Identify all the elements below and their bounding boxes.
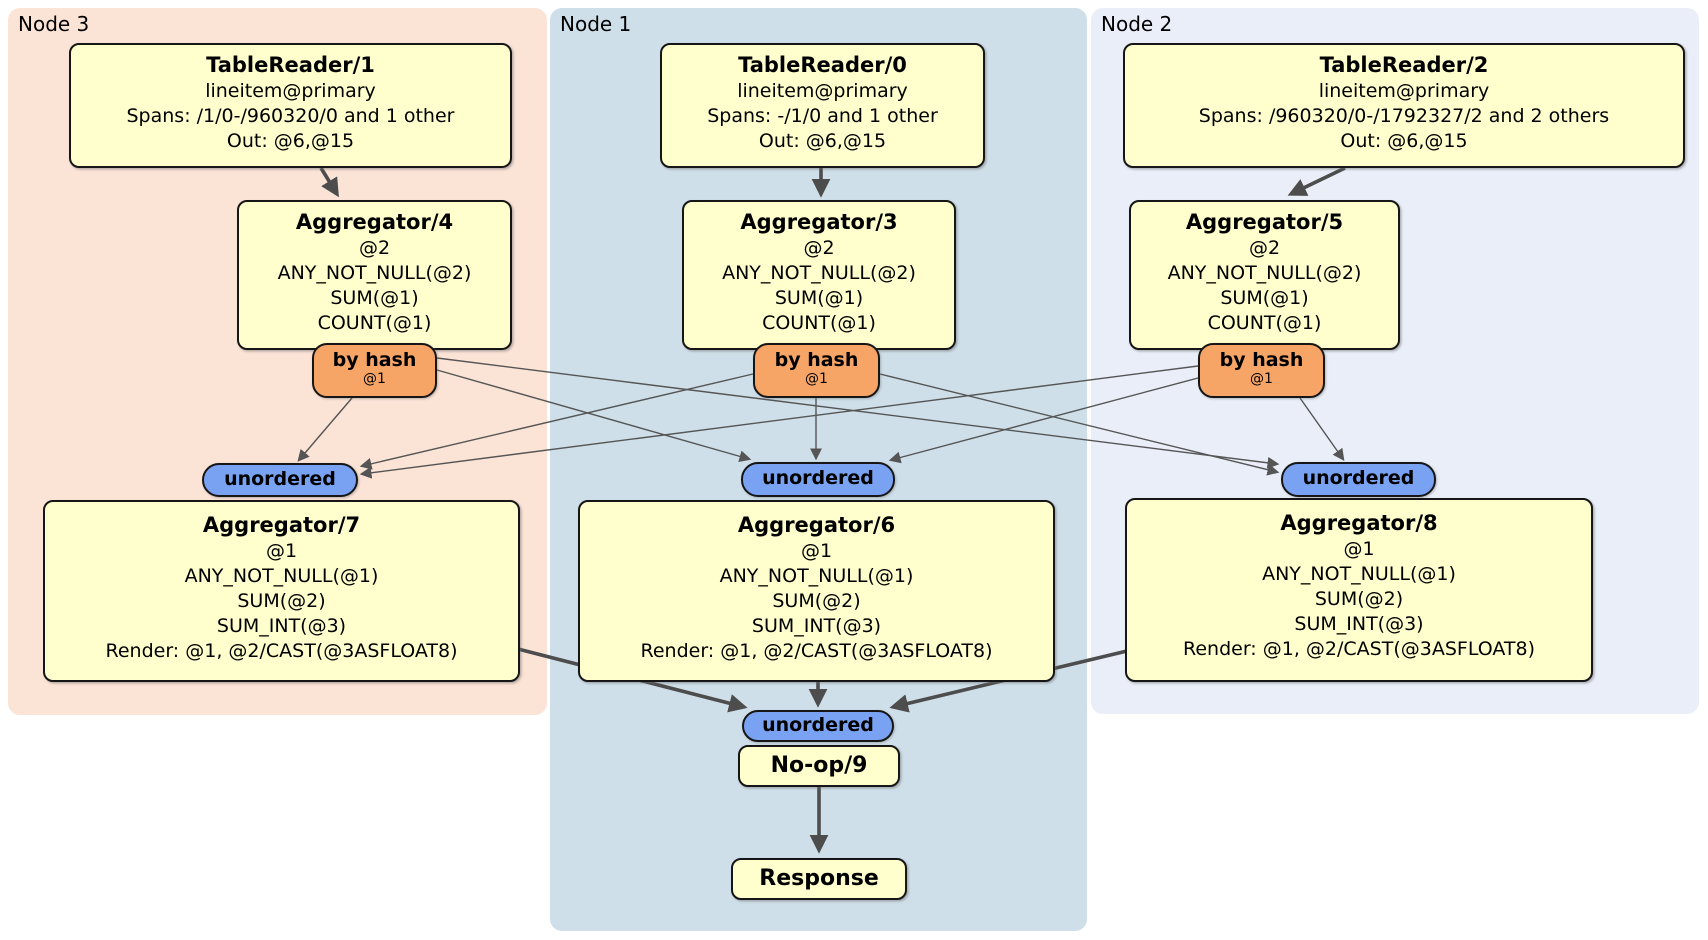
agg-line: COUNT(@1) <box>1207 312 1322 334</box>
agg-line: @2 <box>358 237 391 259</box>
router-columns: @1 <box>805 371 828 387</box>
table-reader-1-box: TableReader/1 lineitem@primary Spans: /1… <box>69 43 512 168</box>
agg-line: ANY_NOT_NULL(@1) <box>184 565 379 587</box>
index-line: lineitem@primary <box>205 80 376 102</box>
processor-title: Aggregator/6 <box>737 513 896 537</box>
spans-line: Spans: /960320/0-/1792327/2 and 2 others <box>1198 105 1610 127</box>
agg-line: Render: @1, @2/CAST(@3ASFLOAT8) <box>640 640 993 662</box>
router-label: by hash <box>1219 349 1304 371</box>
aggregator-7-box: Aggregator/7 @1 ANY_NOT_NULL(@1) SUM(@2)… <box>43 500 520 682</box>
aggregator-5-box: Aggregator/5 @2 ANY_NOT_NULL(@2) SUM(@1)… <box>1129 200 1400 350</box>
agg-line: SUM(@1) <box>330 287 419 309</box>
index-line: lineitem@primary <box>737 80 908 102</box>
agg-line: SUM(@2) <box>237 590 326 612</box>
agg-line: @1 <box>1343 538 1375 560</box>
agg-line: ANY_NOT_NULL(@1) <box>719 565 914 587</box>
agg-line: Render: @1, @2/CAST(@3ASFLOAT8) <box>105 640 458 662</box>
unordered-stream-sink: unordered <box>742 710 894 742</box>
noop-box: No-op/9 <box>738 745 900 787</box>
processor-title: Aggregator/4 <box>295 210 454 234</box>
out-line: Out: @6,@15 <box>1340 130 1468 152</box>
router-label: by hash <box>774 349 859 371</box>
aggregator-4-box: Aggregator/4 @2 ANY_NOT_NULL(@2) SUM(@1)… <box>237 200 512 350</box>
table-reader-0-box: TableReader/0 lineitem@primary Spans: -/… <box>660 43 985 168</box>
by-hash-router-node-3: by hash @1 <box>312 343 437 398</box>
router-label: by hash <box>332 349 417 371</box>
agg-line: @2 <box>1248 237 1281 259</box>
agg-line: COUNT(@1) <box>762 312 876 334</box>
agg-line: Render: @1, @2/CAST(@3ASFLOAT8) <box>1183 638 1535 660</box>
by-hash-router-node-1: by hash @1 <box>753 343 880 398</box>
spans-line: Spans: -/1/0 and 1 other <box>707 105 938 127</box>
agg-line: SUM_INT(@3) <box>216 615 347 637</box>
region-label-node-3: Node 3 <box>18 12 90 36</box>
stream-label: unordered <box>762 467 874 489</box>
processor-title: TableReader/2 <box>1319 53 1489 77</box>
agg-line: SUM(@2) <box>772 590 861 612</box>
unordered-stream-node-3: unordered <box>202 463 358 497</box>
response-box: Response <box>731 858 907 900</box>
region-label-node-2: Node 2 <box>1101 12 1173 36</box>
aggregator-3-box: Aggregator/3 @2 ANY_NOT_NULL(@2) SUM(@1)… <box>682 200 956 350</box>
aggregator-8-box: Aggregator/8 @1 ANY_NOT_NULL(@1) SUM(@2)… <box>1125 498 1593 682</box>
unordered-stream-node-1: unordered <box>741 462 895 497</box>
agg-line: ANY_NOT_NULL(@1) <box>1262 563 1456 585</box>
agg-line: ANY_NOT_NULL(@2) <box>722 262 916 284</box>
out-line: Out: @6,@15 <box>226 130 355 152</box>
router-columns: @1 <box>1250 371 1273 387</box>
processor-title: TableReader/1 <box>206 53 375 77</box>
router-columns: @1 <box>363 371 386 387</box>
agg-line: SUM_INT(@3) <box>1294 613 1424 635</box>
processor-title: Aggregator/3 <box>740 210 898 234</box>
stream-label: unordered <box>1302 467 1415 489</box>
table-reader-2-box: TableReader/2 lineitem@primary Spans: /9… <box>1123 43 1685 168</box>
agg-line: @1 <box>800 540 833 562</box>
agg-line: SUM(@1) <box>1220 287 1309 309</box>
processor-title: TableReader/0 <box>738 53 907 77</box>
stream-label: unordered <box>762 714 874 736</box>
agg-line: SUM_INT(@3) <box>751 615 882 637</box>
unordered-stream-node-2: unordered <box>1281 462 1436 497</box>
agg-line: ANY_NOT_NULL(@2) <box>277 262 472 284</box>
index-line: lineitem@primary <box>1318 80 1490 102</box>
out-line: Out: @6,@15 <box>758 130 887 152</box>
agg-line: SUM(@2) <box>1314 588 1404 610</box>
processor-title: No-op/9 <box>770 753 868 778</box>
agg-line: COUNT(@1) <box>317 312 432 334</box>
spans-line: Spans: /1/0-/960320/0 and 1 other <box>126 105 455 127</box>
aggregator-6-box: Aggregator/6 @1 ANY_NOT_NULL(@1) SUM(@2)… <box>578 500 1055 682</box>
agg-line: SUM(@1) <box>774 287 864 309</box>
processor-title: Aggregator/5 <box>1185 210 1344 234</box>
stream-label: unordered <box>224 468 336 490</box>
region-label-node-1: Node 1 <box>560 12 632 36</box>
agg-line: @1 <box>265 540 298 562</box>
processor-title: Aggregator/7 <box>202 513 361 537</box>
agg-line: ANY_NOT_NULL(@2) <box>1167 262 1362 284</box>
by-hash-router-node-2: by hash @1 <box>1198 343 1325 398</box>
processor-title: Aggregator/8 <box>1280 511 1438 535</box>
processor-title: Response <box>759 866 879 891</box>
agg-line: @2 <box>803 237 835 259</box>
